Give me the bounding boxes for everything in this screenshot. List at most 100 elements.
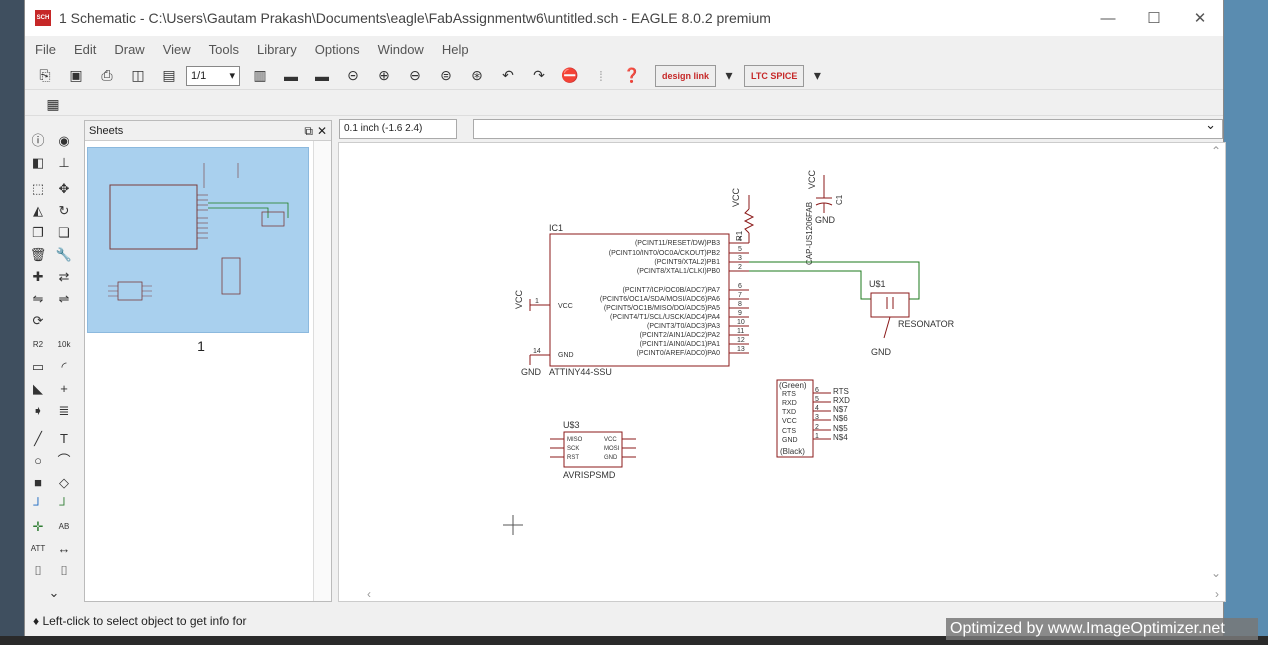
design-link-dropdown-icon[interactable]: ▾ (725, 67, 733, 83)
circle-icon[interactable]: ○ (34, 453, 42, 468)
zoom-out-icon[interactable]: ⊖ (409, 67, 421, 83)
replace-icon[interactable]: ⇄ (58, 269, 70, 284)
ic1-pinnum-10: 10 (737, 319, 745, 326)
green-nets[interactable] (749, 261, 920, 300)
bus-icon[interactable]: ┘ (33, 497, 43, 512)
ic1-gnd-pin-label: GND (558, 352, 574, 359)
c1-symbol[interactable]: VCC C1 GND CAP-US1206FAB (805, 169, 844, 265)
rectangle-icon[interactable]: ■ (34, 475, 42, 490)
split-icon[interactable]: ◣ (33, 381, 43, 396)
errc-icon[interactable]: ≣ (58, 403, 70, 418)
command-line-input[interactable] (473, 117, 1223, 139)
close-button[interactable]: ✕ (1193, 10, 1207, 27)
frame-icon[interactable]: ⌷ (34, 563, 42, 578)
ic1-pin-pa6: (PCINT6/OC1A/SDA/MOSI/ADC6)PA6 (600, 296, 720, 303)
sheet-thumbnail[interactable]: 1 (87, 147, 309, 354)
smash-icon[interactable]: ▭ (31, 359, 45, 374)
invoke-icon[interactable]: ⟳ (32, 313, 44, 328)
ulp-icon[interactable]: ▬ (315, 67, 329, 84)
arc-icon[interactable]: ⌒ (57, 453, 71, 468)
name-icon[interactable]: R2 (32, 340, 44, 349)
stop-icon[interactable]: ⛔ (561, 67, 579, 83)
minimize-button[interactable]: — (1100, 9, 1116, 27)
frame2-icon[interactable]: ⌷ (60, 563, 68, 578)
use-library-icon[interactable]: ▥ (253, 67, 267, 83)
grid-icon[interactable]: ▦ (46, 95, 60, 112)
copy-icon[interactable]: ❐ (32, 225, 44, 240)
menu-view[interactable]: View (162, 41, 191, 57)
attribute-icon[interactable]: ATT (30, 544, 46, 553)
sheets-scrollbar[interactable] (313, 141, 331, 601)
undo-icon[interactable]: ↶ (502, 67, 514, 83)
canvas-scroll-up-icon[interactable]: ⌃ (1211, 144, 1221, 158)
ltc-spice-dropdown-icon[interactable]: ▾ (813, 67, 821, 83)
rotate-icon[interactable]: ↻ (58, 203, 70, 218)
ic1-symbol[interactable]: IC1 ATTINY44-SSU (PCINT11/RESET/DW)PB3 (… (514, 223, 749, 377)
print-icon[interactable]: ⎙ (101, 67, 113, 83)
route-icon[interactable]: ➧ (32, 403, 44, 418)
menu-draw[interactable]: Draw (114, 41, 145, 57)
text-icon[interactable]: T (60, 431, 68, 446)
schematic-canvas[interactable]: IC1 ATTINY44-SSU (PCINT11/RESET/DW)PB3 (… (338, 142, 1226, 602)
sheets-close-icon[interactable]: ✕ (316, 124, 327, 138)
menu-tools[interactable]: Tools (208, 41, 240, 57)
ftdi-header-symbol[interactable]: (Green) (Black) RTS RXD TXD VCC CTS GND … (776, 379, 850, 458)
add-part-icon[interactable]: ✚ (32, 269, 44, 284)
show-icon[interactable]: ◉ (58, 133, 70, 148)
sheet-select[interactable]: 1/1 (186, 65, 240, 86)
display-layers-icon[interactable]: ◧ (31, 155, 45, 170)
canvas-scroll-down-icon[interactable]: ⌄ (1211, 566, 1221, 580)
pin-swap-icon[interactable]: ⇌ (58, 291, 70, 306)
junction-icon[interactable]: ✛ (32, 519, 44, 534)
paste-icon[interactable]: ❏ (58, 225, 70, 240)
menu-edit[interactable]: Edit (73, 41, 97, 57)
zoom-dropdown-icon[interactable]: ⊛ (471, 67, 483, 83)
design-link-button[interactable]: design link (655, 64, 717, 87)
gate-swap-icon[interactable]: ⇋ (32, 291, 44, 306)
menu-options[interactable]: Options (314, 41, 360, 57)
undock-icon[interactable]: ⧉ (304, 124, 313, 138)
group-icon[interactable]: ⬚ (31, 181, 45, 196)
resonator-symbol[interactable]: U$1 RESONATOR GND (869, 279, 955, 357)
redo-icon[interactable]: ↷ (533, 67, 545, 83)
mark-icon[interactable]: ⊥ (58, 155, 70, 170)
maximize-button[interactable]: ☐ (1147, 10, 1161, 27)
open-icon[interactable]: ⎘ (39, 67, 51, 83)
isp-header-symbol[interactable]: U$3 MISO SCK RST VCC MOSI GND AVRISPSMD (550, 420, 636, 480)
mirror-icon[interactable]: ◭ (33, 203, 43, 218)
watermark-banner: Optimized by www.ImageOptimizer.net (946, 618, 1258, 640)
menu-help[interactable]: Help (441, 41, 469, 57)
sch-brd-switch-icon[interactable]: ▤ (162, 67, 176, 83)
line-icon[interactable]: ╱ (34, 431, 42, 446)
zoom-fit-icon[interactable]: ⊝ (347, 67, 359, 83)
ftdi-pinnum-5: 5 (815, 396, 819, 403)
more-tools-icon[interactable]: ⌄ (48, 585, 60, 600)
menu-library[interactable]: Library (257, 41, 297, 57)
canvas-scroll-left-icon[interactable]: ‹ (367, 587, 371, 601)
miter-icon[interactable]: ◜ (61, 359, 67, 374)
label-icon[interactable]: AB (58, 522, 70, 531)
canvas-scroll-right-icon[interactable]: › (1215, 587, 1219, 601)
zoom-in-icon[interactable]: ⊕ (378, 67, 390, 83)
sheets-header: Sheets ⧉ ✕ (85, 121, 331, 141)
net-icon[interactable]: ┘ (59, 497, 69, 512)
delete-icon[interactable]: 🗑 (29, 247, 47, 262)
menu-window[interactable]: Window (377, 41, 424, 57)
polygon-icon[interactable]: ◇ (59, 475, 69, 490)
zoom-select-icon[interactable]: ⊜ (440, 67, 452, 83)
dimension-icon[interactable]: ↔ (57, 541, 71, 556)
save-icon[interactable]: ▣ (69, 67, 83, 83)
value-icon[interactable]: 10k (57, 340, 71, 349)
help-icon[interactable]: ❓ (623, 67, 641, 83)
go-icon[interactable]: ⁞ (599, 67, 603, 84)
cam-icon[interactable]: ◫ (131, 67, 145, 83)
move-icon[interactable]: ✥ (58, 181, 70, 196)
script-icon[interactable]: ▬ (284, 67, 298, 84)
ltc-spice-button[interactable]: LTC SPICE (744, 64, 805, 87)
change-icon[interactable]: 🔧 (55, 247, 73, 262)
menu-file[interactable]: File (35, 41, 56, 57)
info-icon[interactable]: ⓘ (31, 133, 45, 148)
optimize-icon[interactable]: + (60, 381, 68, 396)
ftdi-net-n7: N$7 (833, 405, 848, 414)
r1-symbol[interactable]: VCC R1 (731, 187, 755, 243)
